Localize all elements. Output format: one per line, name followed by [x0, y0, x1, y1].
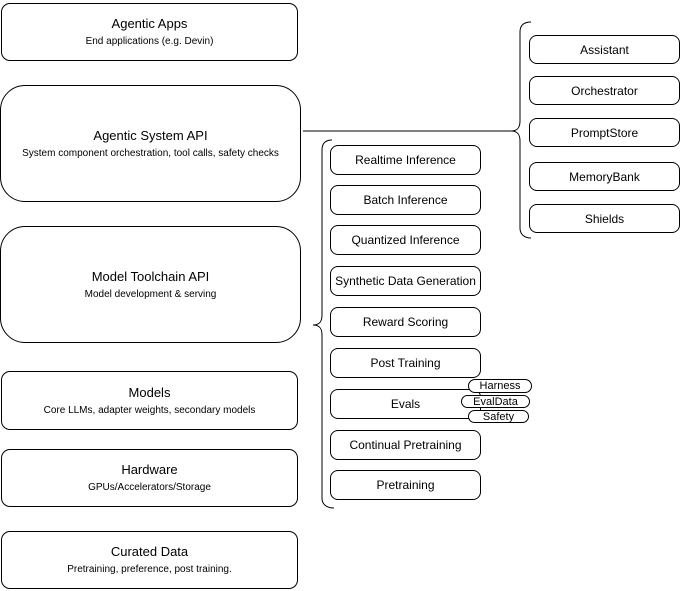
- node-evals: Evals: [330, 389, 481, 419]
- node-title: Agentic Apps: [111, 16, 188, 31]
- node-post-training: Post Training: [330, 348, 481, 378]
- system-components-bracket: [510, 21, 532, 239]
- node-subtitle: GPUs/Accelerators/Storage: [88, 482, 211, 493]
- node-title: Hardware: [121, 462, 178, 477]
- node-orchestrator: Orchestrator: [529, 76, 680, 105]
- node-agentic-apps: Agentic Apps End applications (e.g. Devi…: [1, 3, 298, 61]
- node-reward-scoring: Reward Scoring: [330, 307, 481, 337]
- node-promptstore: PromptStore: [529, 118, 680, 147]
- node-title: Model Toolchain API: [91, 268, 210, 284]
- node-title: Agentic System API: [93, 127, 208, 143]
- node-assistant: Assistant: [529, 35, 680, 64]
- node-agentic-system-api: Agentic System API System component orch…: [0, 85, 301, 202]
- node-quantized-inference: Quantized Inference: [330, 225, 481, 255]
- node-realtime-inference: Realtime Inference: [330, 145, 481, 175]
- tag-evaldata: EvalData: [461, 395, 530, 408]
- node-continual-pretraining: Continual Pretraining: [330, 430, 481, 460]
- node-subtitle: Model development & serving: [84, 288, 217, 300]
- node-models: Models Core LLMs, adapter weights, secon…: [1, 371, 298, 430]
- tag-safety: Safety: [468, 410, 529, 423]
- node-subtitle: Pretraining, preference, post training.: [67, 564, 232, 575]
- node-title: Models: [128, 384, 171, 400]
- node-curated-data: Curated Data Pretraining, preference, po…: [1, 531, 298, 589]
- node-subtitle: Core LLMs, adapter weights, secondary mo…: [43, 404, 256, 416]
- tag-harness: Harness: [468, 379, 532, 393]
- node-hardware: Hardware GPUs/Accelerators/Storage: [1, 449, 298, 507]
- node-batch-inference: Batch Inference: [330, 185, 481, 215]
- node-shields: Shields: [529, 204, 680, 233]
- node-synthetic-data-generation: Synthetic Data Generation: [330, 266, 481, 296]
- node-memorybank: MemoryBank: [529, 162, 680, 191]
- node-model-toolchain-api: Model Toolchain API Model development & …: [0, 226, 301, 343]
- node-subtitle: End applications (e.g. Devin): [85, 36, 214, 47]
- node-subtitle: System component orchestration, tool cal…: [22, 147, 279, 159]
- node-title: Curated Data: [110, 544, 189, 559]
- node-pretraining: Pretraining: [330, 470, 481, 500]
